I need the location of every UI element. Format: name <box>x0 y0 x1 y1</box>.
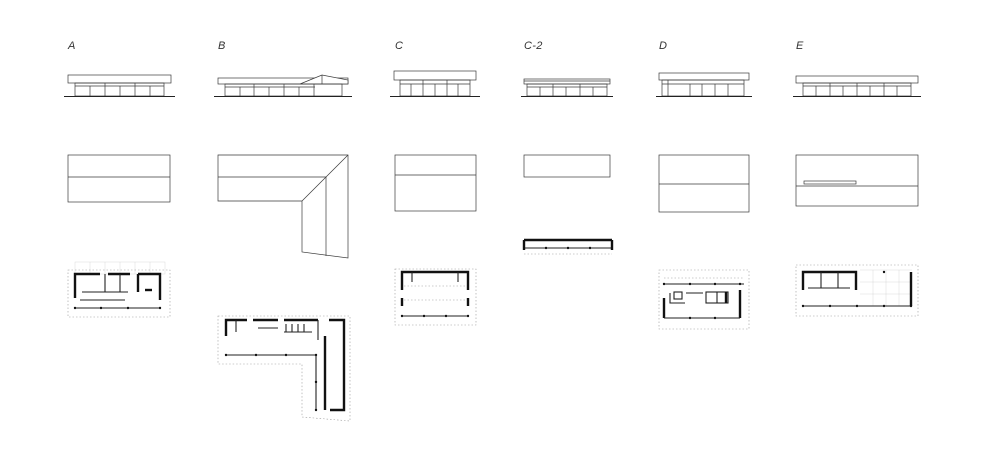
roof-plan-a <box>67 154 171 203</box>
elevation-b <box>214 74 352 97</box>
elevation-c <box>390 70 480 97</box>
column-label-b: B <box>218 40 226 52</box>
column-label-c2: C-2 <box>524 40 543 52</box>
floor-plan-e <box>795 264 919 317</box>
column-label-a: A <box>68 40 76 52</box>
column-label-c: C <box>395 40 404 52</box>
elevation-a <box>64 74 175 97</box>
roof-plan-d <box>658 154 750 213</box>
floor-plan-d <box>658 269 750 330</box>
roof-plan-c <box>394 154 477 212</box>
column-label-e: E <box>796 40 804 52</box>
elevation-c2 <box>521 78 613 97</box>
floor-plan-b <box>217 315 351 422</box>
column-label-d: D <box>659 40 668 52</box>
floor-plan-a <box>67 261 171 318</box>
floor-plan-c <box>394 268 477 326</box>
roof-plan-c2 <box>523 154 611 178</box>
roof-plan-b <box>217 154 349 259</box>
elevation-e <box>793 75 921 97</box>
roof-plan-e <box>795 154 919 207</box>
elevation-d <box>656 72 752 97</box>
floor-plan-c2 <box>522 238 614 255</box>
